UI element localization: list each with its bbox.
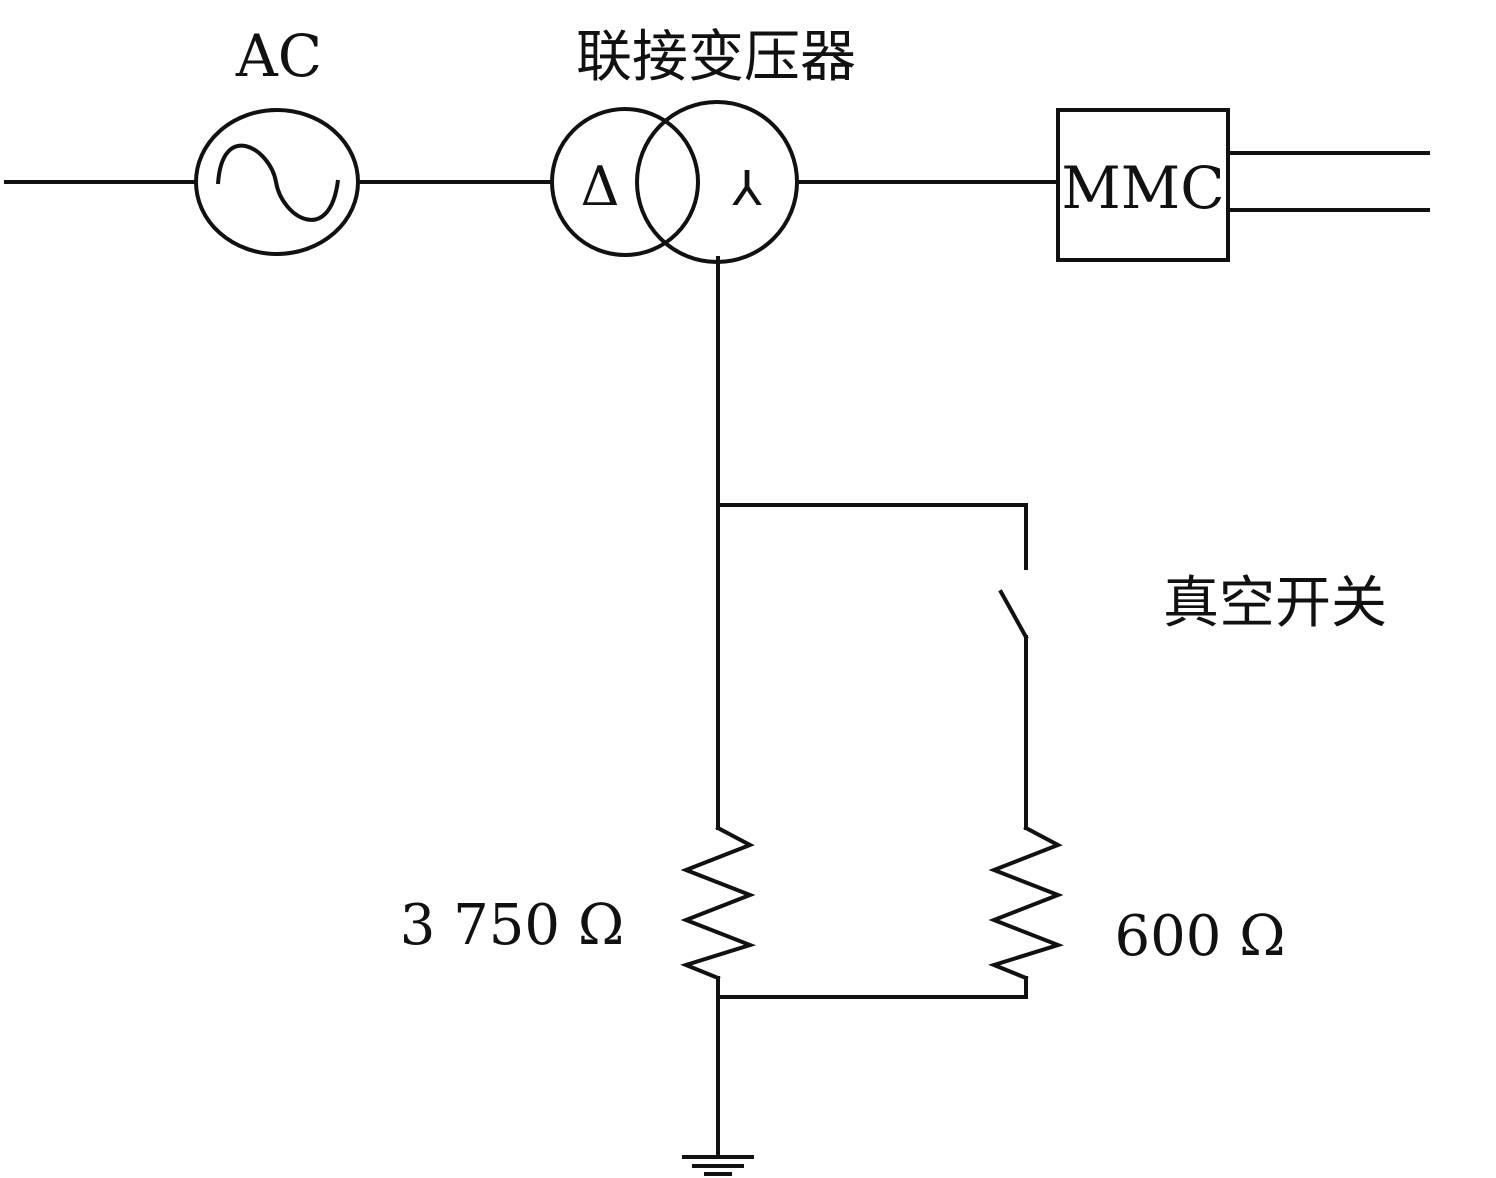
resistor-switched-label: 600 Ω — [1114, 904, 1285, 969]
transformer-label: 联接变压器 — [576, 25, 856, 90]
resistor-switched-zigzag — [988, 825, 1065, 981]
mmc-label: MMC — [1061, 154, 1224, 222]
ground-icon — [682, 1155, 754, 1176]
delta-winding-symbol: Δ — [581, 155, 620, 218]
mmc-box — [1056, 108, 1230, 262]
vacuum-switch-blade — [998, 589, 1029, 640]
transformer-secondary-coil — [635, 100, 799, 264]
ac-label: AC — [235, 22, 322, 90]
wye-winding-symbol: ⅄ — [731, 161, 762, 217]
ac-source — [194, 108, 360, 256]
resistor-main-zigzag — [680, 825, 757, 981]
transformer-primary-coil — [550, 107, 700, 257]
sine-wave-icon — [216, 143, 340, 222]
vacuum-switch-label: 真空开关 — [1163, 571, 1387, 636]
resistor-main-label: 3 750 Ω — [400, 893, 625, 958]
